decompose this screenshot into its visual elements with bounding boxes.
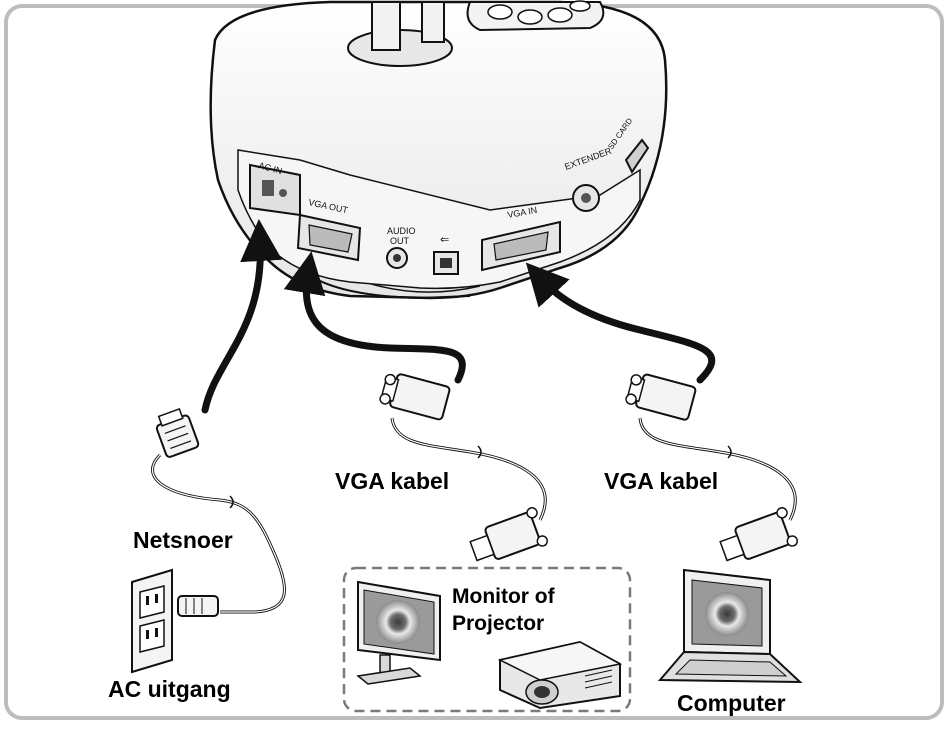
vga-out-arrow (283, 251, 466, 384)
audio-out-label-1: AUDIO (387, 226, 416, 236)
power-arrow (201, 219, 283, 414)
power-cord (151, 407, 287, 617)
vga-cable-2-label: VGA kabel (604, 468, 719, 494)
usb-icon: ⇐ (440, 234, 449, 246)
monitor-icon (356, 580, 441, 685)
document-camera: AC IN VGA OUT AUDIO OUT ⇐ VGA IN (209, 0, 668, 300)
power-cord-label: Netsnoer (133, 527, 233, 553)
monitor-label-line2: Projector (452, 612, 545, 635)
vga-in-arrow (525, 262, 716, 384)
vga-cable-2 (625, 373, 799, 562)
connection-arrows (201, 219, 716, 414)
audio-out-port: AUDIO OUT (386, 226, 416, 269)
audio-out-label-2: OUT (390, 236, 410, 246)
monitor-label-line1: Monitor of (452, 585, 555, 608)
monitor-projector-group (342, 566, 632, 713)
wall-outlet-icon (131, 568, 173, 674)
usb-port: ⇐ (433, 234, 459, 275)
ac-in-port: AC IN (249, 160, 301, 217)
vga-cable-1-label: VGA kabel (335, 468, 450, 494)
projector-icon (497, 640, 623, 710)
vga-out-port: VGA OUT (296, 197, 362, 262)
outlet-label: AC uitgang (108, 676, 231, 702)
laptop-icon (657, 568, 803, 684)
computer-label: Computer (677, 690, 786, 716)
vga-cable-1 (379, 373, 549, 562)
